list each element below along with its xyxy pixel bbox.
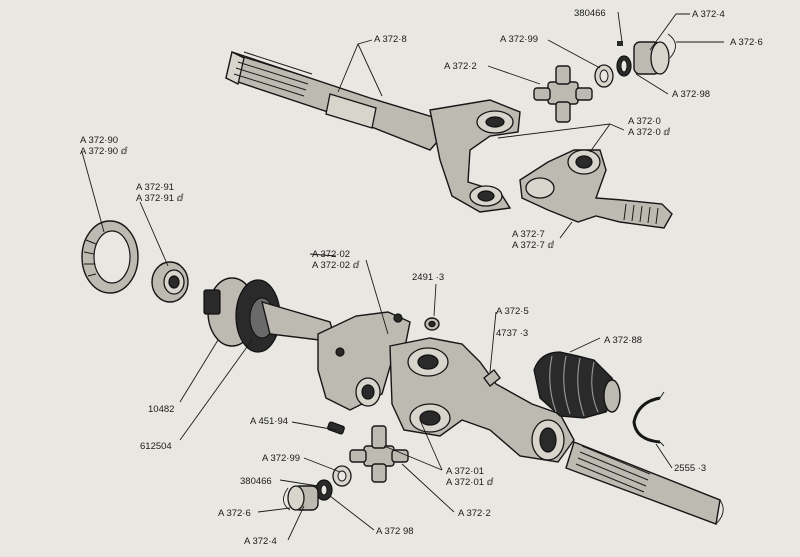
- label-a3720d: A 372·0 ⅆ: [628, 127, 671, 138]
- label-a37290d: A 372·90 ⅆ: [80, 146, 129, 157]
- label-a37299-top: A 372·99: [500, 34, 538, 45]
- nut-ring: [151, 261, 189, 303]
- label-380466-bot: 380466: [240, 476, 272, 487]
- upper-bearing-rings: [594, 33, 676, 88]
- lower-splined-shaft: [565, 441, 724, 525]
- circlip-2555: [632, 391, 665, 447]
- label-a3724-bot: A 372·4: [244, 536, 277, 547]
- grease-nipple-4737: [483, 369, 501, 387]
- leader-lines: [81, 11, 724, 541]
- upper-yoke: [429, 99, 521, 213]
- small-nut-2491: [424, 317, 440, 331]
- lower-bearing-rings: [283, 465, 352, 511]
- part-labels: A 372·8 380466 A 372·4 A 372·6 A 372·99 …: [80, 8, 763, 547]
- label-4737: 4737 ·3: [496, 328, 528, 339]
- label-a37202d: A 372·02 ⅆ: [312, 260, 361, 271]
- label-a37202: A 372·02: [312, 249, 350, 260]
- label-a45194: A 451·94: [250, 416, 288, 427]
- label-a37201d: A 372·01 ⅆ: [446, 477, 495, 488]
- label-a37291: A 372·91: [136, 182, 174, 193]
- upper-splined-shaft: [225, 51, 447, 151]
- upper-spider-cross: [533, 65, 593, 123]
- bracket-housing: [317, 311, 411, 435]
- label-10482: 10482: [148, 404, 174, 415]
- toothed-ring: [81, 220, 139, 294]
- lower-spider-cross: [349, 425, 409, 483]
- lower-yoke-housing: [389, 337, 575, 463]
- rubber-boot: [533, 351, 621, 419]
- label-a3727d: A 372·7 ⅆ: [512, 240, 555, 251]
- upper-stub-yoke: [519, 149, 673, 229]
- label-a3725: A 372·5: [496, 306, 529, 317]
- label-a3728: A 372·8: [374, 34, 407, 45]
- label-a37299-bot: A 372·99: [262, 453, 300, 464]
- label-a3727: A 372·7: [512, 229, 545, 240]
- label-a3724-top: A 372·4: [692, 9, 725, 20]
- label-a37288: A 372·88: [604, 335, 642, 346]
- drive-flange: [203, 277, 281, 353]
- label-380466-top: 380466: [574, 8, 606, 19]
- label-a37201: A 372·01: [446, 466, 484, 477]
- label-2555: 2555 ·3: [674, 463, 706, 474]
- label-a3726-top: A 372·6: [730, 37, 763, 48]
- label-a3722-top: A 372·2: [444, 61, 477, 72]
- label-a3722-bot: A 372·2: [458, 508, 491, 519]
- label-a3720: A 372·0: [628, 116, 661, 127]
- label-a3726-bot: A 372·6: [218, 508, 251, 519]
- label-2491: 2491 ·3: [412, 272, 444, 283]
- label-612504: 612504: [140, 441, 172, 452]
- label-a37291d: A 372·91 ⅆ: [136, 193, 185, 204]
- label-a37298-top: A 372·98: [672, 89, 710, 100]
- label-a37298-bot: A 372 98: [376, 526, 414, 537]
- label-a37290: A 372·90: [80, 135, 118, 146]
